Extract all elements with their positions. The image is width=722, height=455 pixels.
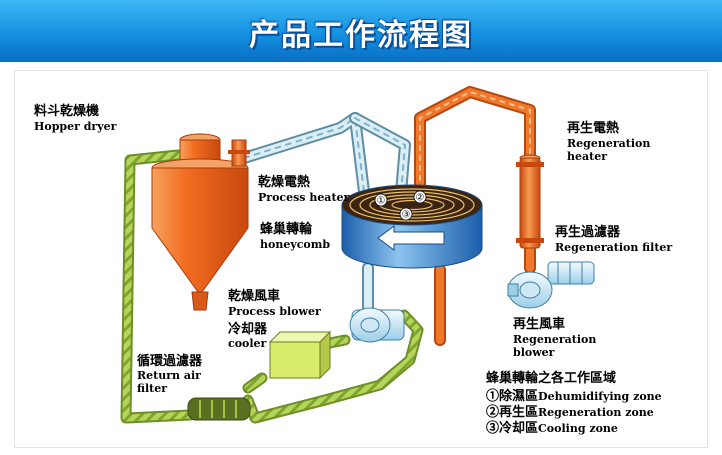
zone-legend-item-3: ③冷却區Cooling zone <box>486 419 618 436</box>
zone-legend-zh-1: 除濕區 <box>499 389 539 404</box>
process-air-pipe <box>120 149 424 424</box>
cooler-label-zh: 冷却器 <box>228 322 268 337</box>
zone-legend-zh-2: 再生區 <box>499 405 539 420</box>
rotation-arrow-icon <box>377 225 445 251</box>
return-air-filter-label-en-1: Return air <box>137 369 201 382</box>
honeycomb-rotor <box>341 184 483 269</box>
zone-legend-en-2: Regeneration zone <box>538 406 654 419</box>
zone-legend-en-3: Cooling zone <box>538 422 618 435</box>
hopper-dryer <box>151 133 250 311</box>
return-air-filter <box>187 397 251 421</box>
regeneration-heater <box>516 154 544 249</box>
honeycomb-label-zh: 蜂巢轉輪 <box>260 222 313 237</box>
zone-legend-marker-3: ③ <box>486 421 500 436</box>
diagram-frame <box>14 70 708 448</box>
regeneration-pipe <box>414 86 536 346</box>
cooler-label-en: cooler <box>228 337 267 350</box>
zone-legend-zh-3: 冷却區 <box>499 421 539 436</box>
zone-marker-3: ③ <box>402 210 411 221</box>
regeneration-blower-label-zh: 再生風車 <box>513 317 566 332</box>
hopper-dryer-label-en: Hopper dryer <box>34 120 117 133</box>
process-blower-label-en: Process blower <box>228 305 321 318</box>
zone-legend-en-1: Dehumidifying zone <box>538 390 662 403</box>
zone-marker-2: ② <box>416 193 425 204</box>
regeneration-heater-label-en-2: heater <box>567 150 607 163</box>
honeycomb-label-en: honeycomb <box>260 238 331 251</box>
return-air-filter-label-en-2: filter <box>137 382 168 395</box>
regeneration-blower-label-en-2: blower <box>513 346 555 359</box>
zone-legend-item-1: ①除濕區Dehumidifying zone <box>486 387 662 404</box>
banner-title: 产品工作流程图 <box>249 18 473 53</box>
process-heater-label-en: Process heater <box>258 191 350 204</box>
regeneration-filter <box>547 261 595 285</box>
regeneration-heater-label-en-1: Regeneration <box>567 137 651 150</box>
zone-legend-marker-2: ② <box>486 405 500 420</box>
zones-legend-title: 蜂巢轉輪之各工作區域 <box>486 371 617 386</box>
zone-legend-item-2: ②再生區Regeneration zone <box>486 403 654 420</box>
process-blower-label-zh: 乾燥風車 <box>228 289 281 304</box>
regeneration-filter-label-en: Regeneration filter <box>555 241 673 254</box>
cooler-unit <box>268 330 332 380</box>
zone-marker-1: ① <box>377 196 386 207</box>
regeneration-filter-label-zh: 再生過濾器 <box>555 225 621 240</box>
zone-legend-marker-1: ① <box>486 389 500 404</box>
regeneration-blower-label-en-1: Regeneration <box>513 333 597 346</box>
hopper-dryer-label-zh: 料斗乾燥機 <box>34 104 100 119</box>
regeneration-heater-label-zh: 再生電熱 <box>567 121 620 136</box>
process-heater-label-zh: 乾燥電熱 <box>258 175 311 190</box>
process-blower <box>349 307 405 343</box>
return-air-filter-label-zh: 循環過濾器 <box>137 354 203 369</box>
title-banner: 产品工作流程图 <box>0 0 722 62</box>
regeneration-blower <box>507 271 553 309</box>
